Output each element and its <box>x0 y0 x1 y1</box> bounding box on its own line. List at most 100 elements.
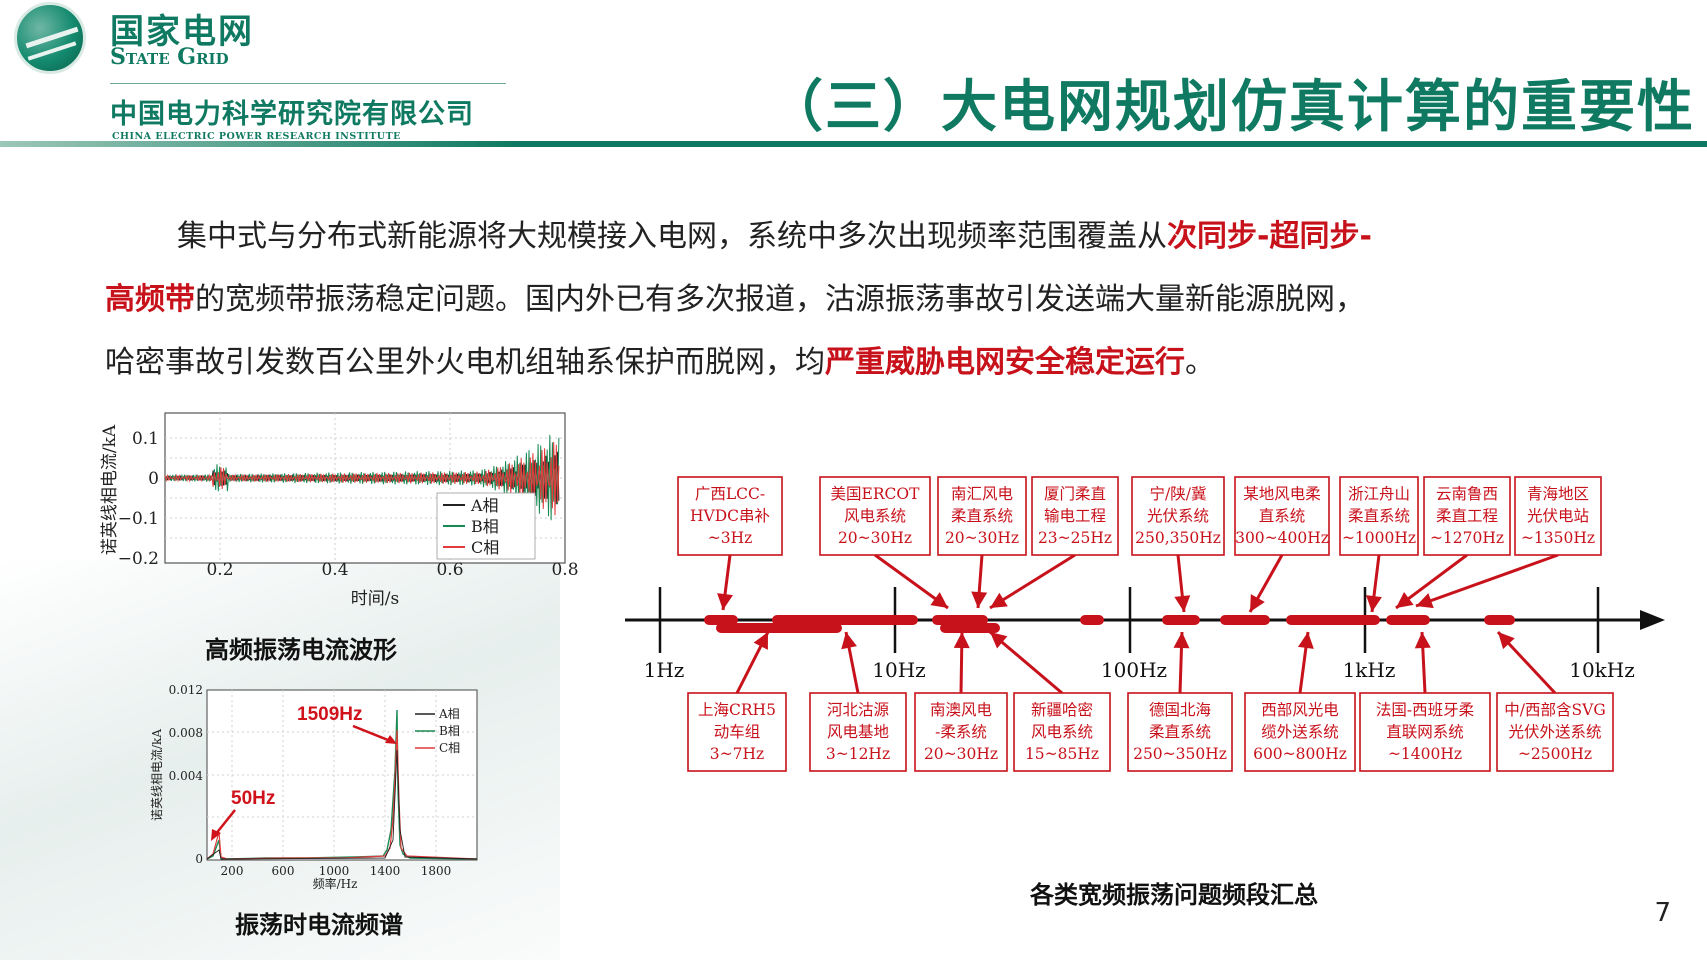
event-box <box>1514 476 1602 556</box>
axis-label: 1kHz <box>1343 658 1396 682</box>
frequency-band <box>1080 615 1104 625</box>
event-box <box>1234 476 1330 556</box>
event-box-line: 15~85Hz <box>1025 745 1099 763</box>
para-highlight-1: 次同步-超同步- <box>1167 219 1372 254</box>
event-box-line: 风电系统 <box>844 507 906 525</box>
event-arrow-head <box>1416 593 1434 609</box>
event-box-line: 宁/陕/冀 <box>1150 485 1207 503</box>
arrow-50-head <box>211 829 221 841</box>
wave-xtick: 0.4 <box>321 560 348 580</box>
event-box-line: 南澳风电 <box>930 701 992 719</box>
event-box-line: 南汇风电 <box>951 485 1013 503</box>
event-box-line: 250~350Hz <box>1133 745 1227 763</box>
event-box-line: ~1350Hz <box>1521 529 1595 547</box>
event-box-line: ~1000Hz <box>1342 529 1416 547</box>
event-box-line: 云南鲁西 <box>1436 485 1498 503</box>
event-box-line: 上海CRH5 <box>698 701 776 719</box>
event-box-line: 法国-西班牙柔 <box>1376 701 1474 719</box>
event-box-line: 3~7Hz <box>710 745 764 763</box>
event-box-line: 600~800Hz <box>1253 745 1347 763</box>
event-box-line: 柔直工程 <box>1436 507 1498 525</box>
event-box-line: 23~25Hz <box>1038 529 1112 547</box>
spec-xtick: 600 <box>272 864 295 878</box>
frequency-band <box>716 623 842 633</box>
event-box-line: 20~30Hz <box>924 745 998 763</box>
spec-xtick: 1400 <box>370 864 401 878</box>
waveform-chart: 0.1 0 −0.1 −0.2 0.2 0.4 0.6 0.8 时间/s 诺英线… <box>100 412 579 609</box>
axis-label: 10Hz <box>872 658 925 682</box>
event-box-line: ~3Hz <box>708 529 753 547</box>
frequency-band <box>1220 615 1270 625</box>
event-arrow-head <box>1174 595 1191 612</box>
frequency-band <box>1386 615 1430 625</box>
frequency-bands <box>704 615 1515 633</box>
title-rule <box>0 141 1707 147</box>
wave-legend-c: C相 <box>471 538 499 557</box>
event-box <box>914 692 1008 772</box>
event-arrow-head <box>1396 592 1414 608</box>
slide-title: （三）大电网规划仿真计算的重要性 <box>767 75 1695 140</box>
wave-xtick: 0.8 <box>551 560 578 580</box>
wave-ytick: −0.1 <box>118 509 159 529</box>
event-arrow-head <box>753 632 768 650</box>
arrow-1509-head <box>385 735 397 744</box>
event-box-line: 300~400Hz <box>1235 529 1329 547</box>
frequency-band <box>1162 615 1200 625</box>
axis-label: 100Hz <box>1101 658 1167 682</box>
event-box-line: 浙江舟山 <box>1348 485 1410 503</box>
spec-legend-c: C相 <box>439 741 460 755</box>
event-box-line: 柔直系统 <box>951 507 1013 525</box>
event-box-line: 3~12Hz <box>826 745 890 763</box>
spec-legend-a: A相 <box>438 707 460 721</box>
para-text-2: 的宽频带振荡稳定问题。国内外已有多次报道，沽源振荡事故引发送端大量新能源脱网， <box>195 282 1365 317</box>
event-box <box>1131 476 1225 556</box>
event-box-line: 柔直系统 <box>1348 507 1410 525</box>
para-highlight-3: 严重威胁电网安全稳定运行 <box>825 345 1185 380</box>
frequency-band <box>932 615 988 625</box>
event-box-line: 风电基地 <box>827 723 889 741</box>
wave-ylabel: 诺英线相电流/kA <box>100 424 120 555</box>
spec-xtick: 1800 <box>421 864 452 878</box>
event-box-line: 厦门柔直 <box>1044 485 1106 503</box>
page-number: 7 <box>1654 898 1671 928</box>
event-box <box>1013 692 1111 772</box>
spectrum-traces <box>206 709 478 860</box>
event-box-line: 中/西部含SVG <box>1504 701 1605 719</box>
para-text-1: 集中式与分布式新能源将大规模接入电网，系统中多次出现频率范围覆盖从 <box>177 219 1167 254</box>
event-box <box>1127 692 1233 772</box>
event-box-line: 光伏系统 <box>1147 507 1209 525</box>
frequency-band <box>1286 615 1368 625</box>
event-box-line: 直联网系统 <box>1386 723 1464 741</box>
intro-paragraph: 集中式与分布式新能源将大规模接入电网，系统中多次出现频率范围覆盖从次同步-超同步… <box>105 205 1625 394</box>
spec-ytick: 0.008 <box>169 726 203 740</box>
spec-ytick: 0.004 <box>169 769 204 783</box>
event-box-line: 20~30Hz <box>945 529 1019 547</box>
header-divider <box>110 83 506 84</box>
frequency-band <box>940 623 1000 633</box>
event-box-line: 动车组 <box>714 723 761 741</box>
axis-label: 1Hz <box>644 658 685 682</box>
brand-name-en: State Grid <box>110 44 229 70</box>
spec-ytick: 0.012 <box>169 683 203 697</box>
spec-xtick: 200 <box>221 864 244 878</box>
event-box-line: 青海地区 <box>1527 485 1589 503</box>
arrow-50 <box>214 809 236 836</box>
event-box <box>1244 692 1356 772</box>
event-box-line: 20~30Hz <box>838 529 912 547</box>
event-box <box>1031 476 1119 556</box>
axis-arrowhead <box>1640 610 1665 630</box>
event-box-line: 西部风光电 <box>1261 701 1339 719</box>
spec-xlabel: 频率/Hz <box>313 876 358 890</box>
event-box-line: 光伏电站 <box>1527 507 1589 525</box>
wave-legend-b: B相 <box>471 517 499 536</box>
waveform-caption: 高频振荡电流波形 <box>205 636 397 664</box>
event-box-line: HVDC串补 <box>690 507 770 525</box>
org-name-en: CHINA ELECTRIC POWER RESEARCH INSTITUTE <box>112 131 401 142</box>
event-arrow-head <box>990 632 1008 649</box>
event-box <box>809 692 907 772</box>
event-arrow-head <box>1297 632 1314 649</box>
event-box-line: 缆外送系统 <box>1261 723 1339 741</box>
state-grid-logo <box>14 2 86 74</box>
event-box <box>1359 692 1491 772</box>
event-arrow-head <box>930 592 948 608</box>
